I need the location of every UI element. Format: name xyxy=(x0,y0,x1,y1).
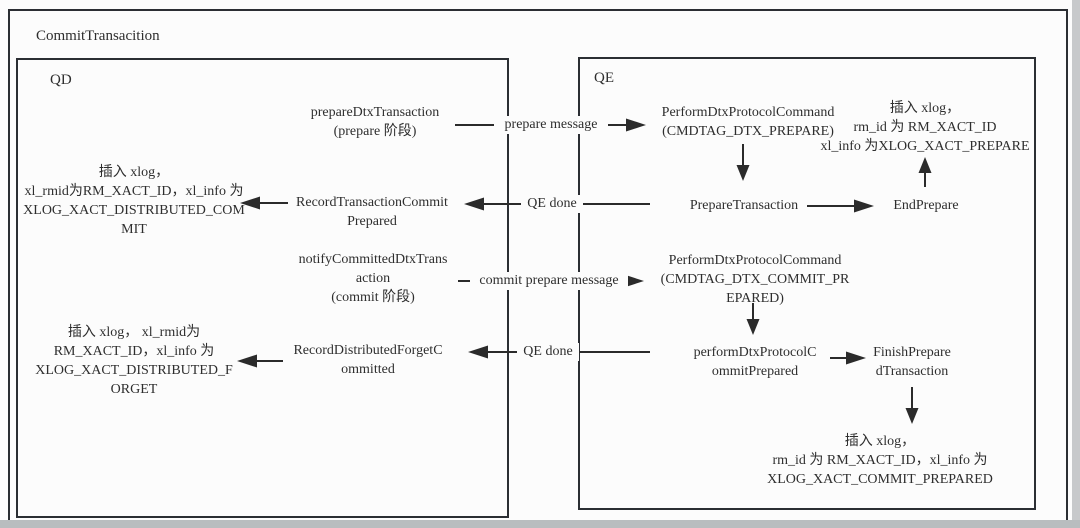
arrow-perform-commit-down xyxy=(746,303,760,335)
text-line: prepareDtxTransaction xyxy=(310,105,440,120)
node-xlog-xact-prepare: 插入 xlog， rm_id 为 RM_XACT_ID xl_info 为XLO… xyxy=(816,99,1034,156)
text-line: rm_id 为 RM_XACT_ID，xl_info 为 xyxy=(772,453,988,468)
node-xlog-xact-commit-prepared: 插入 xlog， rm_id 为 RM_XACT_ID，xl_info 为 XL… xyxy=(758,432,1002,489)
arrow-perform-prepare-down xyxy=(736,144,750,181)
text-line: ommitPrepared xyxy=(711,364,799,379)
text-line: FinishPrepare xyxy=(873,345,951,360)
text-line: PerformDtxProtocolCommand xyxy=(668,253,842,268)
text-line: (CMDTAG_DTX_COMMIT_PR xyxy=(660,272,850,287)
arrow-record-commit-to-xlog xyxy=(240,196,288,210)
text-line: dTransaction xyxy=(875,364,949,379)
text-line: EPARED) xyxy=(726,291,784,306)
edge-label-qe-done-2: QE done xyxy=(517,343,579,361)
text-line: performDtxProtocolC xyxy=(693,345,817,360)
page-edge-right xyxy=(1072,0,1080,528)
text-line: 插入 xlog， xyxy=(98,165,170,180)
text-line: (CMDTAG_DTX_PREPARE) xyxy=(662,124,834,139)
text-line: (commit 阶段) xyxy=(331,290,415,305)
diagram-title: CommitTransacition xyxy=(36,28,160,44)
text-line: PrepareTransaction xyxy=(689,198,799,213)
text-line: XLOG_XACT_COMMIT_PREPARED xyxy=(767,472,993,487)
node-perform-dtx-protocol-command-prepare: PerformDtxProtocolCommand (CMDTAG_DTX_PR… xyxy=(650,103,846,141)
page-edge-bottom xyxy=(0,520,1080,528)
text-line: 插入 xlog， xyxy=(844,434,916,449)
text-line: 插入 xlog， xl_rmid为 xyxy=(67,325,201,340)
arrow-performdtx-finishprepared xyxy=(830,351,866,365)
text-line: EndPrepare xyxy=(893,198,959,213)
arrow-endprepare-up xyxy=(918,157,932,187)
text-line: MIT xyxy=(121,222,147,237)
text-line: PerformDtxProtocolCommand xyxy=(661,105,835,120)
qd-lane-label: QD xyxy=(50,72,72,88)
text-line: ORGET xyxy=(110,382,158,397)
node-record-transaction-commit-prepared: RecordTransactionCommit Prepared xyxy=(279,193,465,231)
edge-label-prepare-message: prepare message xyxy=(494,116,608,134)
qe-lane-label: QE xyxy=(594,70,614,86)
text-line: RecordTransactionCommit xyxy=(296,195,448,210)
node-prepare-dtx-transaction: prepareDtxTransaction (prepare 阶段) xyxy=(282,103,468,141)
node-xlog-distributed-forget: 插入 xlog， xl_rmid为 RM_XACT_ID，xl_info 为 X… xyxy=(16,323,252,399)
text-line: Prepared xyxy=(347,214,397,229)
node-notify-committed-dtx-transaction: notifyCommittedDtxTrans action (commit 阶… xyxy=(280,250,466,307)
text-line: RM_XACT_ID，xl_info 为 xyxy=(53,344,215,359)
text-line: XLOG_XACT_DISTRIBUTED_F xyxy=(35,363,233,378)
arrow-finishprepared-down xyxy=(905,387,919,424)
text-line: xl_rmid为RM_XACT_ID，xl_info 为 xyxy=(24,184,244,199)
node-perform-dtx-protocol-command-commit-prepared: PerformDtxProtocolCommand (CMDTAG_DTX_CO… xyxy=(655,251,855,308)
text-line: notifyCommittedDtxTrans xyxy=(298,252,448,267)
arrow-record-forget-to-xlog xyxy=(237,354,283,368)
text-line: xl_info 为XLOG_XACT_PREPARE xyxy=(820,139,1030,154)
node-end-prepare: EndPrepare xyxy=(876,196,976,215)
text-line: action xyxy=(355,271,391,286)
edge-label-commit-prepare-message: commit prepare message xyxy=(470,272,628,290)
text-line: 插入 xlog， xyxy=(889,101,961,116)
node-record-distributed-forget-committed: RecordDistributedForgetC ommitted xyxy=(274,341,462,379)
text-line: ommitted xyxy=(341,362,395,377)
node-prepare-transaction: PrepareTransaction xyxy=(664,196,824,215)
text-line: rm_id 为 RM_XACT_ID xyxy=(853,120,997,135)
arrow-preparetransaction-endprepare xyxy=(807,199,874,213)
text-line: (prepare 阶段) xyxy=(333,124,417,139)
node-xlog-distributed-commit: 插入 xlog， xl_rmid为RM_XACT_ID，xl_info 为 XL… xyxy=(16,163,252,239)
text-line: RecordDistributedForgetC xyxy=(293,343,443,358)
text-line: XLOG_XACT_DISTRIBUTED_COM xyxy=(23,203,245,218)
node-finish-prepared-transaction: FinishPrepare dTransaction xyxy=(856,343,968,381)
node-perform-dtx-protocol-commit-prepared: performDtxProtocolC ommitPrepared xyxy=(660,343,850,381)
edge-label-qe-done-1: QE done xyxy=(521,195,583,213)
